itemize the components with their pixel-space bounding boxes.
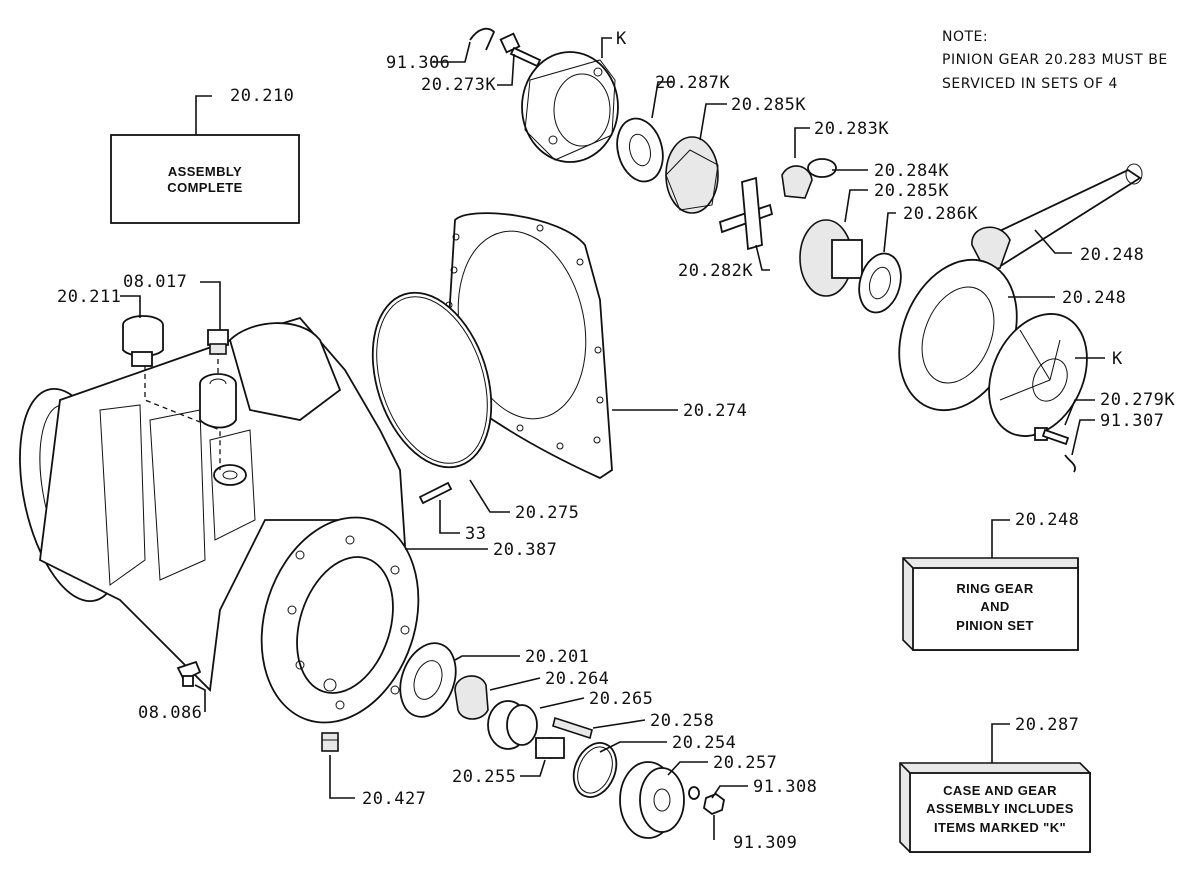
thrust-washer-20287k [616,117,664,183]
drive-pinion-20248 [971,163,1143,271]
label-91308: 91.308 [753,777,817,797]
case-gear-box-line-3: ITEMS MARKED "K" [934,820,1066,835]
ring-gear-pinion-box: 20.248 RING GEAR AND PINION SET [902,510,1079,651]
label-20248-ring: 20.248 [1062,288,1126,308]
ring-gear-20248 [898,258,1018,412]
pinion-gear-20283k [781,165,813,199]
plug-08017 [207,329,229,355]
label-20286k: 20.286K [903,204,978,224]
case-gear-ref-label: 20.287 [1015,715,1079,735]
label-20285k-b: 20.285K [874,181,949,201]
ring-gear-ref-label: 20.248 [1015,510,1079,530]
washer-20284k [807,158,837,178]
service-note: NOTE: PINION GEAR 20.283 MUST BE SERVICE… [942,29,1168,92]
plug-08086 [176,660,202,687]
label-20282k: 20.282K [678,261,753,281]
label-20284k: 20.284K [874,161,949,181]
side-gear-20285k-b [799,219,863,297]
nut-91309 [703,792,725,816]
assembly-box-frame [110,134,300,224]
lock-wire-91306 [469,27,496,51]
label-20258: 20.258 [650,711,714,731]
label-91309: 91.309 [733,833,797,853]
label-20273k: 20.273K [421,75,496,95]
shim-20201 [399,642,457,718]
washer-91308 [688,786,700,800]
label-20285k-a: 20.285K [731,95,806,115]
label-k-case-half: K [616,29,627,49]
label-20387: 20.387 [493,540,557,560]
note-line-2: SERVICED IN SETS OF 4 [942,76,1118,92]
stud-20258 [552,716,593,740]
label-20279k: 20.279K [1100,390,1175,410]
bearing-cone-20264 [454,675,489,720]
bolt-20273k [499,32,542,68]
spider-cross-20282k [718,176,774,251]
ring-gear-box-line-1: RING GEAR [956,581,1033,596]
label-20248-pinion: 20.248 [1080,245,1144,265]
plug-20427 [321,732,339,752]
label-08017: 08.017 [123,272,187,292]
thrust-washer-20286k [858,252,902,314]
label-33: 33 [465,524,486,544]
pin-33 [418,481,453,505]
case-gear-box-frame [909,772,1091,853]
note-line-1: PINION GEAR 20.283 MUST BE [942,52,1168,68]
oil-seal-20254 [572,742,618,798]
spacer-20255 [535,737,565,759]
label-20265: 20.265 [589,689,653,709]
label-08086: 08.086 [138,703,202,723]
label-91306: 91.306 [386,53,450,73]
ring-gear-box-frame [912,567,1079,651]
companion-flange-20257 [619,761,685,839]
label-20211: 20.211 [57,287,121,307]
assembly-complete-box: 20.210 ASSEMBLY COMPLETE [110,86,300,224]
label-91307: 91.307 [1100,411,1164,431]
bearing-cup-20265 [487,700,538,750]
label-20287k: 20.287K [655,73,730,93]
differential-case-half [521,51,619,163]
label-20264: 20.264 [545,669,609,689]
bolt-20279k [1034,427,1076,473]
case-gear-box-line-1: CASE AND GEAR [943,783,1057,798]
ring-gear-box-line-3: PINION SET [956,618,1034,633]
assembly-box-line-2: COMPLETE [167,180,242,195]
axle-housing [19,316,420,724]
o-ring-20275 [371,291,493,469]
label-20255: 20.255 [452,767,516,787]
label-20257: 20.257 [713,753,777,773]
label-20275: 20.275 [515,503,579,523]
note-heading: NOTE: [942,29,988,45]
label-20283k: 20.283K [814,119,889,139]
label-20201: 20.201 [525,647,589,667]
assembly-box-line-1: ASSEMBLY [168,164,242,179]
fill-plug-20211 [122,315,164,367]
part-labels: 91.306 20.273K K 20.287K 20.285K 20.283K… [57,29,1175,853]
label-20254: 20.254 [672,733,736,753]
ring-gear-box-line-2: AND [980,599,1009,614]
case-gear-assembly-box: 20.287 CASE AND GEAR ASSEMBLY INCLUDES I… [899,715,1091,853]
assembly-ref-label: 20.210 [230,86,294,106]
leader-lines [120,37,1105,840]
label-k-case-flange: K [1112,349,1123,369]
label-20274: 20.274 [683,401,747,421]
case-gear-box-line-2: ASSEMBLY INCLUDES [926,801,1074,816]
side-gear-20285k-a [665,136,719,214]
differential-case-flange [988,313,1088,437]
label-20427: 20.427 [362,789,426,809]
